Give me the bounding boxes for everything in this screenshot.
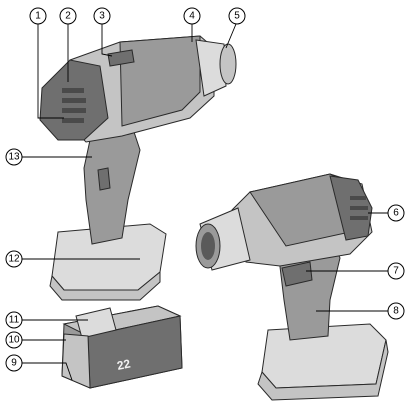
callout-11-label: 11 [9, 315, 20, 326]
callout-10-label: 10 [8, 335, 20, 346]
callout-12-label: 12 [8, 254, 20, 265]
callout-5: 5 [228, 7, 246, 25]
callout-5-label: 5 [234, 11, 240, 22]
callout-3: 3 [93, 7, 111, 25]
battery-voltage-mark: 22 [116, 356, 132, 373]
battery-pack: 22 [61, 305, 183, 389]
callout-8-label: 8 [393, 306, 399, 317]
callout-2-label: 2 [65, 11, 71, 22]
callout-2: 2 [59, 7, 77, 25]
callout-8: 8 [387, 302, 405, 320]
callout-10: 10 [5, 331, 23, 349]
callout-9: 9 [5, 354, 23, 372]
callout-13-label: 13 [8, 152, 20, 163]
callout-12: 12 [5, 250, 23, 268]
callout-11: 11 [5, 311, 23, 329]
callout-7: 7 [387, 262, 405, 280]
callout-6-label: 6 [393, 208, 399, 219]
callout-6: 6 [387, 204, 405, 222]
heat-gun-front-view [195, 173, 389, 401]
callout-13: 13 [5, 148, 23, 166]
callout-4: 4 [183, 7, 201, 25]
callout-4-label: 4 [189, 11, 195, 22]
callout-9-label: 9 [11, 358, 17, 369]
callout-3-label: 3 [99, 11, 105, 22]
callout-1-label: 1 [35, 11, 41, 22]
callout-7-label: 7 [393, 266, 399, 277]
callout-1: 1 [29, 7, 47, 25]
heat-gun-rear-view [39, 35, 237, 301]
